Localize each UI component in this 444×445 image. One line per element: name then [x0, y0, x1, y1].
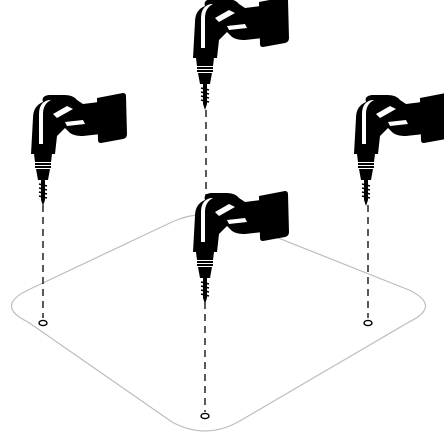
cordless-drill-icon [192, 190, 290, 305]
screw-hole-icon [363, 319, 373, 327]
screw-hole-icon [38, 319, 48, 327]
cordless-drill-icon [30, 92, 128, 207]
surface-outline [10, 213, 427, 432]
cordless-drill-icon [192, 0, 290, 111]
cordless-drill-icon [353, 92, 444, 207]
screw-hole-icon [200, 412, 210, 420]
